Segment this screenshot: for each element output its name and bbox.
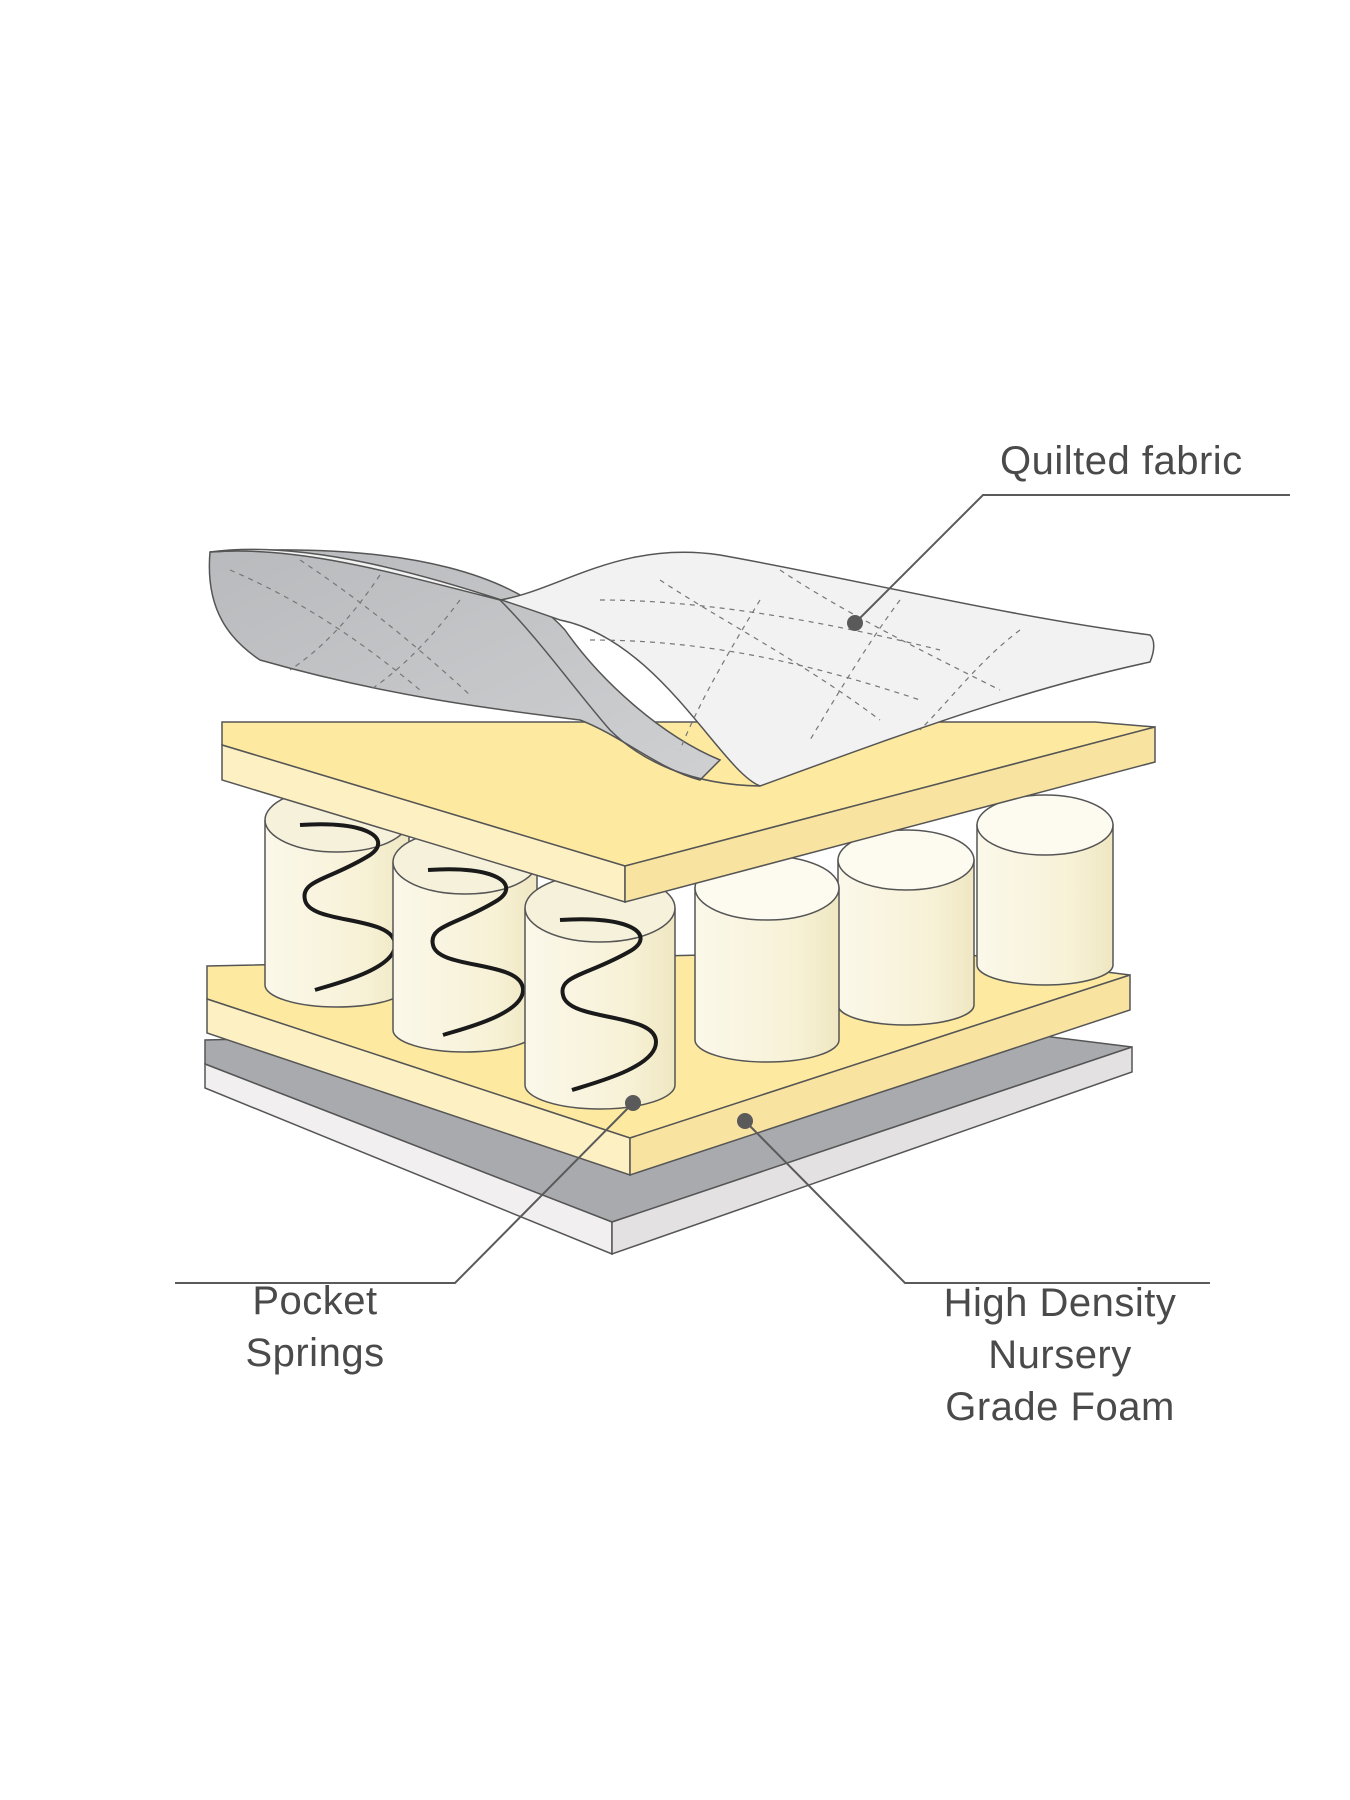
leader-foam bbox=[744, 1120, 1210, 1284]
spring-pocket bbox=[524, 873, 676, 1110]
label-foam-line-1: High Density bbox=[943, 1281, 1177, 1325]
label-foam: High Density Nursery Grade Foam bbox=[900, 1277, 1220, 1433]
label-pocket-springs-line-1: Pocket bbox=[252, 1279, 378, 1323]
pocket-cylinder bbox=[976, 794, 1114, 986]
leader-markers bbox=[625, 615, 863, 1129]
top-foam-layer bbox=[221, 721, 1156, 904]
label-pocket-springs: Pocket Springs bbox=[220, 1275, 410, 1379]
coil-spring bbox=[299, 822, 398, 992]
label-quilted-fabric: Quilted fabric bbox=[1000, 435, 1243, 487]
marker-foam bbox=[737, 1113, 753, 1129]
leader-lines bbox=[175, 494, 1290, 1284]
quilted-fabric-layer bbox=[208, 548, 1155, 787]
pocket-cylinder bbox=[837, 829, 975, 1026]
label-foam-line-2: Nursery bbox=[988, 1333, 1132, 1377]
marker-pocket-springs bbox=[625, 1095, 641, 1111]
leader-pocket-springs bbox=[175, 1102, 634, 1284]
coil-spring bbox=[427, 867, 526, 1037]
fabric-underside bbox=[208, 549, 722, 781]
label-quilted-fabric-text: Quilted fabric bbox=[1000, 439, 1243, 483]
quilt-stitching bbox=[229, 559, 1021, 751]
label-pocket-springs-line-2: Springs bbox=[245, 1331, 385, 1375]
label-foam-line-3: Grade Foam bbox=[945, 1385, 1175, 1429]
plain-pocket-springs bbox=[694, 794, 1114, 1063]
leader-quilted-fabric bbox=[854, 494, 1290, 624]
marker-quilted-fabric bbox=[847, 615, 863, 631]
base-layer-right-face bbox=[611, 1045, 1133, 1256]
pocket-cylinder bbox=[694, 855, 840, 1063]
fabric-edge bbox=[499, 599, 761, 787]
top-foam-right-face bbox=[624, 726, 1156, 903]
bottom-foam-right-face bbox=[629, 973, 1131, 1177]
coil-spring bbox=[559, 917, 659, 1092]
fabric-top bbox=[209, 548, 1155, 787]
